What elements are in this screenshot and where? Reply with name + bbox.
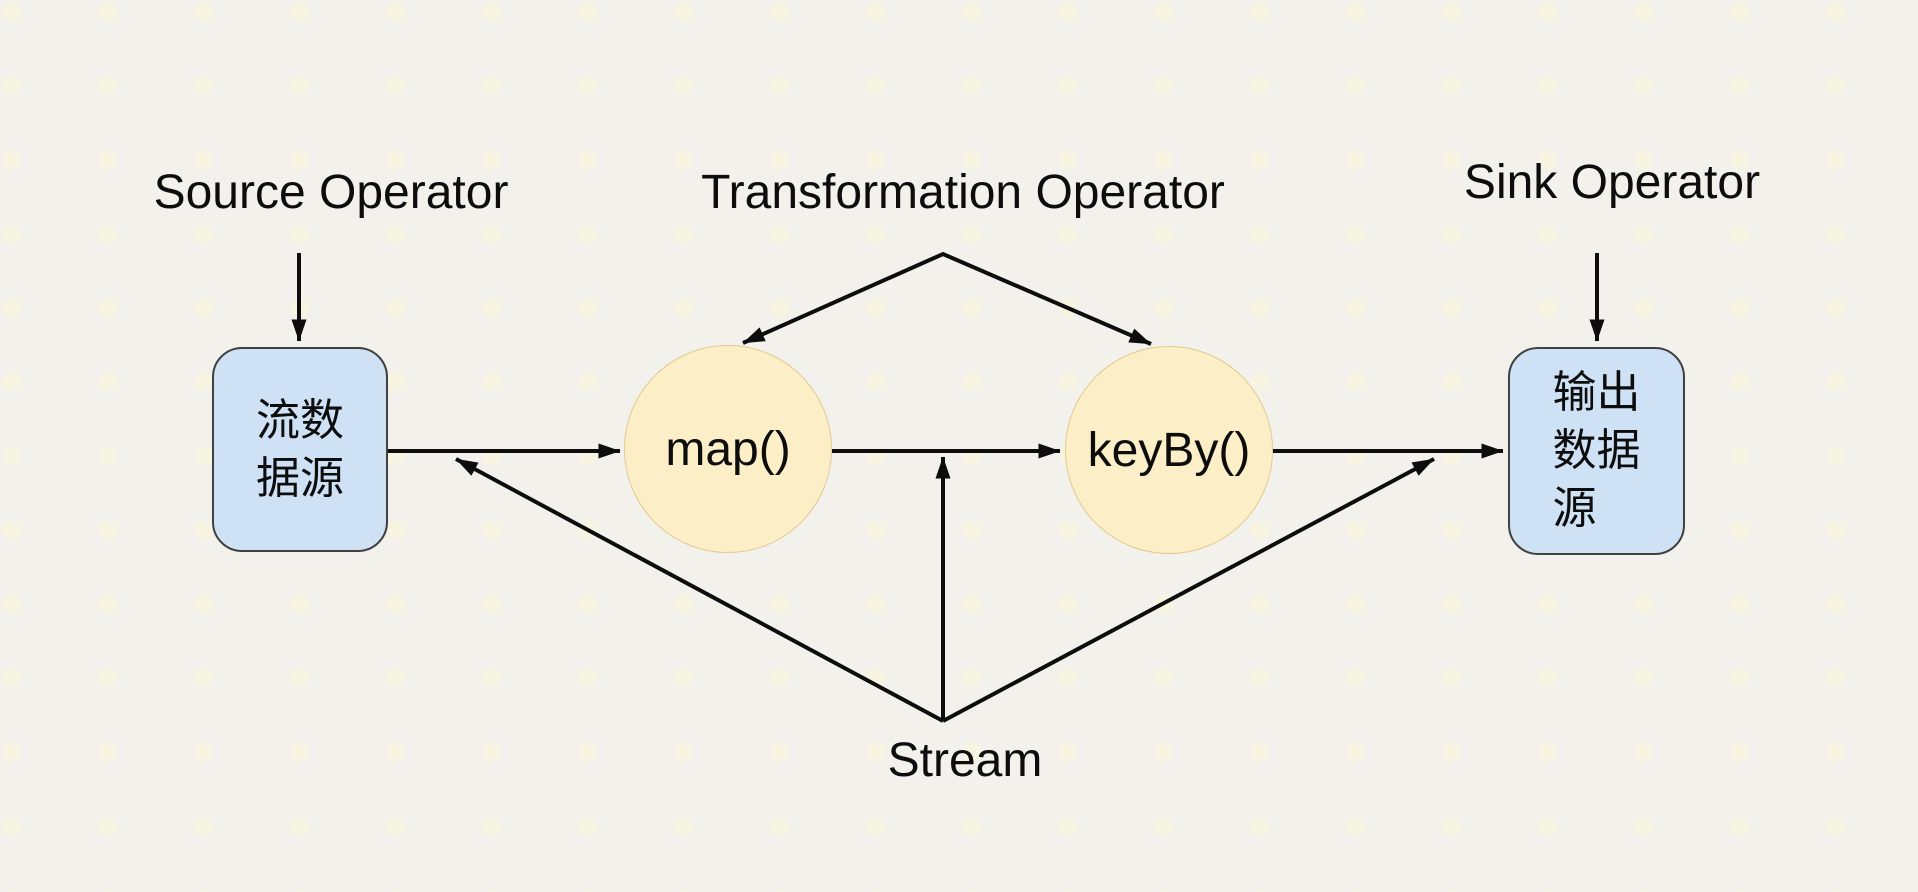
keyby-node: keyBy() — [1065, 346, 1273, 554]
edge-stream-to-right — [942, 457, 1435, 723]
transformation-operator-label: Transformation Operator — [701, 166, 1225, 219]
source-node-text: 流数 据源 — [256, 395, 344, 503]
edge-stream-to-left — [455, 457, 944, 723]
edge-transformation-fan — [742, 251, 1152, 346]
map-node: map() — [624, 345, 832, 553]
source-node: 流数 据源 — [212, 347, 388, 552]
source-operator-label: Source Operator — [153, 166, 509, 219]
sink-node-text: 输出 数据 源 — [1552, 368, 1641, 533]
map-node-text: map() — [665, 422, 791, 476]
keyby-node-text: keyBy() — [1087, 423, 1251, 477]
sink-operator-label: Sink Operator — [1463, 156, 1761, 209]
sink-node: 输出 数据 源 — [1508, 347, 1685, 555]
stream-label: Stream — [887, 734, 1043, 787]
